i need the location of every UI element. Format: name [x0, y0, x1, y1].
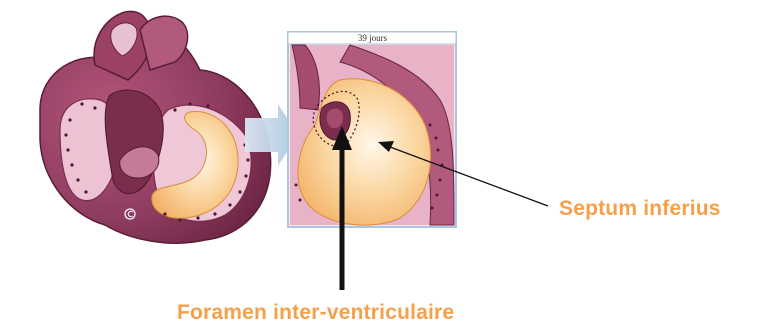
right-panel-illustration	[288, 32, 456, 227]
panel-caption: 39 jours	[290, 33, 455, 44]
foramen-interventriculaire-label: Foramen inter-ventriculaire	[177, 301, 454, 325]
left-heart-illustration	[40, 11, 271, 243]
septum-inferius-label: Septum inferius	[559, 197, 721, 221]
